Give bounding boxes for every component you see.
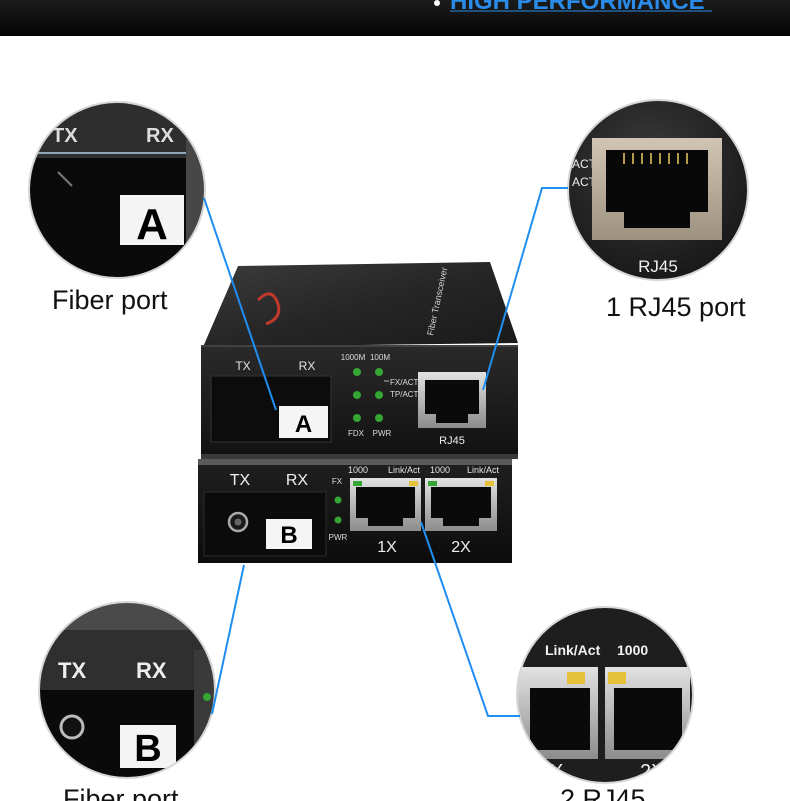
callout-tr-act-label-2: ACT [572, 175, 597, 189]
device-b-rj45-1-led-green [353, 481, 362, 486]
device-b-fx-label: FX [332, 477, 343, 486]
device-b-rj45-2-led-green [428, 481, 437, 486]
callout-top-right: ACT ACT RJ45 [567, 99, 749, 281]
leader-line-fiber-b [211, 564, 245, 715]
caption-fiber-port-bottom: Fiber port [63, 786, 179, 801]
callout-tr-ring [567, 99, 749, 281]
device-b-port-tag [266, 519, 312, 549]
leader-line-rj45-dual [420, 521, 520, 717]
callout-bl-top-edge [39, 602, 215, 630]
device-b-led [334, 496, 342, 504]
device-b-fiber-connector-core [234, 518, 242, 526]
device-a-led [375, 391, 383, 399]
callout-bottom-left: TX RX B [38, 601, 216, 779]
callout-tr-act-label-1: ACT [572, 157, 597, 171]
device-a-tx-label: TX [235, 359, 250, 373]
callout-bl-side-panel [194, 650, 215, 778]
device-b-pwr-label: PWR [329, 533, 348, 542]
callout-br-led-2 [608, 672, 626, 684]
device-a-led [353, 414, 361, 422]
callout-br-jack-opening-2 [614, 688, 682, 750]
callout-tl-port-tag [120, 195, 184, 245]
device-a-led-100m-label: 100M [370, 353, 390, 362]
callout-top-left: TX RX A [28, 101, 206, 279]
caption-rj45-single: 1 RJ45 port [606, 292, 746, 322]
device-b-port1-label: 1X [377, 539, 397, 556]
device-a-rx-label: RX [299, 359, 316, 373]
callout-tl-tx-label: TX [52, 125, 78, 147]
device-a-led [375, 414, 383, 422]
leader-line-fiber-a [203, 197, 277, 411]
device-a-brand-swoosh-icon [256, 292, 281, 326]
device-a-bottom-edge [201, 454, 518, 459]
device-a-rj45-label: RJ45 [439, 435, 465, 447]
device-a-port-tag [279, 406, 328, 438]
callout-bottom-right: Link/Act 1000 X 2X [516, 606, 694, 784]
callout-br-link-label: Link/Act [545, 642, 601, 658]
callout-tl-ring [28, 101, 206, 279]
leader-line-rj45-single [482, 187, 568, 391]
device-a-fdx-label: FDX [348, 429, 365, 438]
callout-bl-led [203, 693, 211, 701]
banner-bullet-icon [434, 0, 440, 6]
banner-background [0, 0, 790, 36]
device-a-pwr-label: PWR [373, 429, 392, 438]
device-b-top-edge [198, 459, 512, 465]
callout-bl-ring [38, 601, 216, 779]
top-banner: HIGH PERFORMANCE [0, 0, 790, 36]
callout-br-speed-label: 1000 [617, 642, 648, 658]
device-b-port2-label: 2X [451, 539, 471, 556]
device-b-port1-link-label: Link/Act [388, 465, 421, 475]
device-b-port2-speed-label: 1000 [430, 465, 450, 475]
callout-br-led-1 [567, 672, 585, 684]
callout-br-ring [516, 606, 694, 784]
device-a-fx-act-label: FX/ACT [390, 378, 419, 387]
device-a: Fiber Transceiver TX RX A 1000M 100M FX/… [201, 262, 518, 459]
device-a-port-letter: A [295, 411, 312, 438]
device-a-led [375, 368, 383, 376]
callout-tl-port-letter: A [136, 200, 168, 249]
device-a-tp-act-label: TP/ACT [390, 390, 419, 399]
callout-bl-tx-label: TX [58, 658, 86, 683]
callout-bl-rx-label: RX [136, 658, 167, 683]
banner-title: HIGH PERFORMANCE [450, 0, 705, 15]
caption-fiber-port-top: Fiber port [52, 285, 168, 315]
callout-tl-slot-highlight [57, 171, 73, 187]
callout-bl-port-tag [120, 725, 176, 768]
device-b-port1-speed-label: 1000 [348, 465, 368, 475]
callout-bl-fiber-connector-icon [59, 714, 85, 740]
device-b-rj45-2-led-yellow [485, 481, 494, 486]
device-b-led [334, 516, 342, 524]
device-a-top-face [203, 262, 518, 347]
device-a-rj45-opening [425, 380, 479, 423]
callout-tl-rx-label: RX [146, 125, 174, 147]
callout-leader-lines [203, 187, 568, 717]
callout-tr-jack-pins [623, 153, 688, 164]
device-b: TX RX B FX PWR 1000 Link/Act 1000 Link/A… [198, 459, 512, 563]
device-b-rx-label: RX [286, 472, 309, 489]
device-b-rj45-opening-1 [356, 487, 415, 526]
device-b-rj45-opening-2 [431, 487, 491, 526]
callout-bl-port-letter: B [134, 728, 161, 770]
device-a-led-1000m-label: 1000M [341, 353, 366, 362]
device-b-rj45-1-led-yellow [409, 481, 418, 486]
device-b-port2-link-label: Link/Act [467, 465, 500, 475]
caption-rj45-dual: 2 RJ45 [560, 786, 646, 801]
callout-tr-jack-opening [606, 150, 708, 228]
device-b-tx-label: TX [230, 472, 251, 489]
callout-br-jack-opening-1 [530, 688, 590, 750]
callout-tr-jack-label: RJ45 [638, 257, 678, 276]
device-a-led [353, 368, 361, 376]
device-a-led [353, 391, 361, 399]
device-b-port-letter: B [280, 522, 297, 549]
